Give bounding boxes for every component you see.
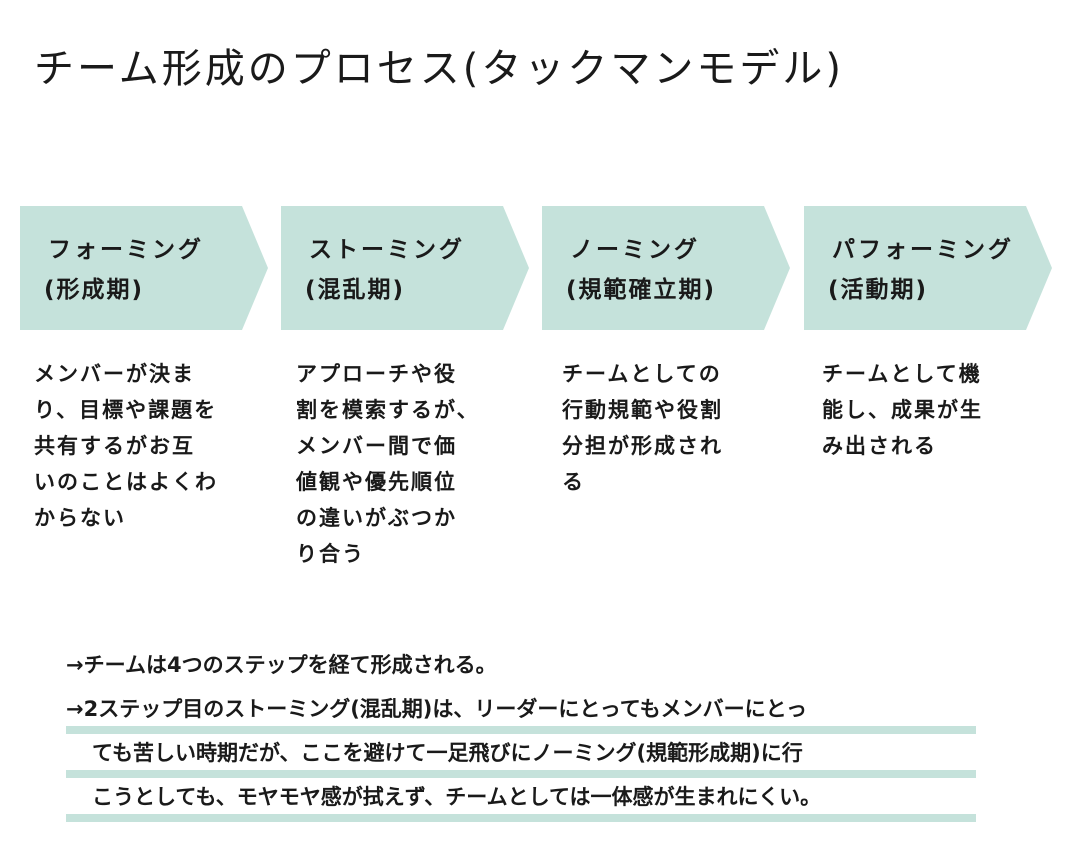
stage-description-performing: チームとして機 能し、成果が生 み出される [822,356,1018,464]
process-flow: フォーミング (形成期) ストーミング (混乱期) ノーミング (規範確立期) … [20,206,1060,330]
description-line: り合う [296,542,365,566]
description-line: チームとしての [562,362,722,386]
stage-name: パフォーミング [832,237,1014,263]
description-line: の違いがぶつか [296,506,457,530]
stage-description-norming: チームとしての 行動規範や役割 分担が形成され る [562,356,758,500]
description-line: 値観や優先順位 [296,470,457,494]
description-line: からない [34,506,126,530]
description-line: 分担が形成され [562,434,723,458]
stage-description-storming: アプローチや役 割を模索するが、 メンバー間で価 値観や優先順位 の違いがぶつか… [296,356,492,572]
notes-section: →チームは4つのステップを経て形成される。 →2ステップ目のストーミング(混乱期… [66,648,986,824]
stage-period: (活動期) [828,277,929,303]
stage-description-forming: メンバーが決ま り、目標や課題を 共有するがお互 いのことはよくわ からない [34,356,230,536]
note-summary: →チームは4つのステップを経て形成される。 [66,653,497,677]
description-line: いのことはよくわ [34,470,218,494]
stage-storming: ストーミング (混乱期) [281,206,529,330]
note-highlight-line: →2ステップ目のストーミング(混乱期)は、リーダーにとってもメンバーにとっ [66,692,986,736]
description-line: チームとして機 [822,362,982,386]
stage-norming: ノーミング (規範確立期) [542,206,790,330]
stage-period: (形成期) [44,277,145,303]
description-line: る [562,470,585,494]
stage-performing: パフォーミング (活動期) [804,206,1052,330]
note-highlight-line: こうとしても、モヤモヤ感が拭えず、チームとしては一体感が生まれにくい。 [66,780,986,824]
description-line: み出される [822,434,937,458]
stage-name: ノーミング [570,237,700,263]
description-line: メンバー間で価 [296,434,457,458]
description-line: 共有するがお互 [34,434,195,458]
stage-name: フォーミング [48,237,204,263]
stage-period: (混乱期) [305,277,406,303]
description-line: 行動規範や役割 [562,398,723,422]
note-highlight-line: ても苦しい時期だが、ここを避けて一足飛びにノーミング(規範形成期)に行 [66,736,986,780]
stage-period: (規範確立期) [566,277,717,303]
description-line: アプローチや役 [296,362,457,386]
stage-forming: フォーミング (形成期) [20,206,268,330]
stage-name: ストーミング [309,237,465,263]
description-line: 割を模索するが、 [296,398,480,422]
description-line: 能し、成果が生 [822,398,983,422]
page-title: チーム形成のプロセス(タックマンモデル) [34,46,845,92]
description-line: メンバーが決ま [34,362,195,386]
description-line: り、目標や課題を [34,398,218,422]
